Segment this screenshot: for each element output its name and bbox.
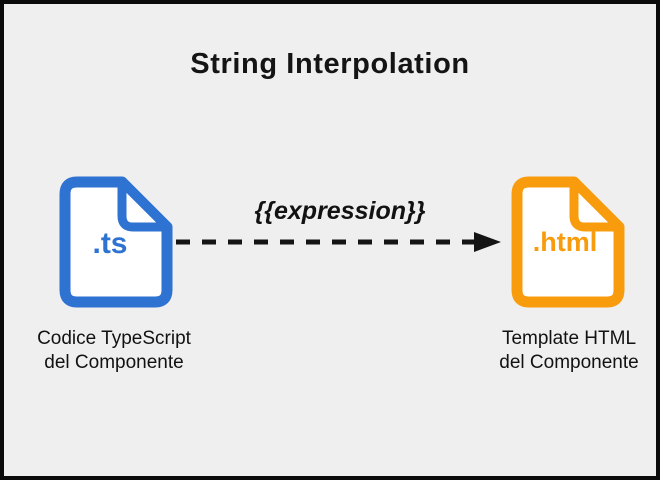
source-caption: Codice TypeScript del Componente bbox=[4, 327, 224, 375]
source-caption-line2: del Componente bbox=[44, 352, 184, 373]
arrow-expression-label: {{expression}} bbox=[254, 197, 426, 225]
source-caption-line1: Codice TypeScript bbox=[37, 328, 191, 349]
ts-file-extension-label: .ts bbox=[92, 227, 127, 260]
html-file-icon: .html bbox=[511, 176, 625, 308]
diagram-title: String Interpolation bbox=[190, 48, 470, 80]
target-caption: Template HTML del Componente bbox=[459, 327, 660, 375]
target-caption-line2: del Componente bbox=[499, 352, 639, 373]
ts-file-fold bbox=[117, 177, 172, 232]
target-caption-line1: Template HTML bbox=[501, 328, 637, 349]
dashed-arrow bbox=[176, 232, 501, 252]
ts-file-icon: .ts bbox=[59, 176, 173, 308]
html-file-fold bbox=[569, 177, 624, 232]
arrowhead-icon bbox=[474, 232, 501, 252]
html-file-extension-label: .html bbox=[533, 227, 598, 257]
